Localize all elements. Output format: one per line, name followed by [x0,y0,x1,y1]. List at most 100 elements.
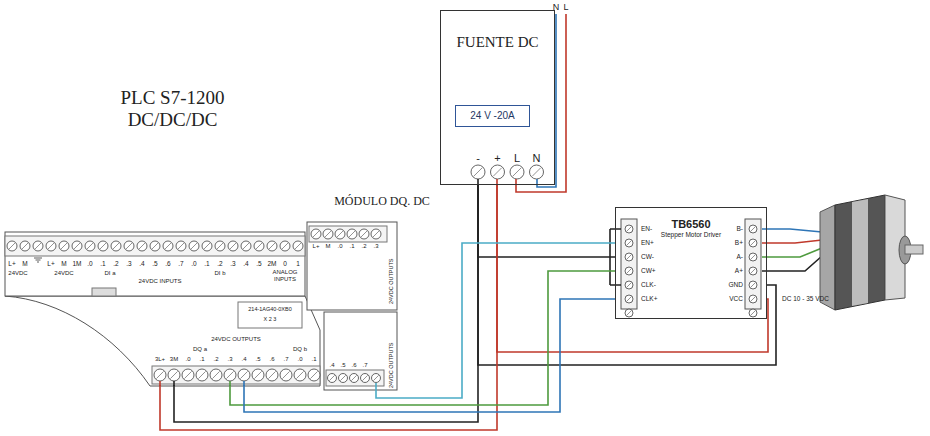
screw-slot [230,243,236,249]
screw [241,241,251,251]
terminal-label: 214-1AG40-0XB0 [248,306,291,313]
screw-slot [126,243,132,249]
display-panel: 24 V -20A [455,105,530,127]
terminal-label: CLK- [641,281,656,289]
screw [228,241,238,251]
terminal-label: DI a [104,270,115,277]
terminal-strip [152,366,320,384]
terminal-label: 1M [72,260,81,268]
screw [154,369,166,381]
screw-slot [295,243,301,249]
screw [59,241,69,251]
ground-symbol [34,258,42,262]
screw-slot [627,283,632,288]
screw-slot [313,231,319,237]
motor-body [835,195,885,310]
screw-slot [627,311,632,316]
node-title: MÓDULO DQ. DC [312,194,452,209]
wire [478,185,615,257]
terminal-label: B+ [735,239,743,247]
node-subtitle: Stepper Motor Driver [616,231,766,239]
screw-slot [243,243,249,249]
terminal-label: 3L+ [155,356,165,363]
screw-slot [373,231,379,237]
motor-wire [762,240,822,243]
screw [20,241,30,251]
terminal-label: .7 [362,362,367,369]
screw [625,281,633,289]
screw [749,281,757,289]
terminal-label: .1 [100,260,105,268]
screw-slot [113,243,119,249]
screw-slot [751,297,756,302]
screw [749,253,757,261]
motor-shaft [905,245,923,254]
motor-band [852,199,868,306]
wire-stub [375,383,377,392]
screw [267,241,277,251]
motor-cap [820,205,835,310]
screw-slot [217,243,223,249]
screw-slot [170,371,177,378]
screw-slot [337,231,343,237]
screw [176,241,186,251]
plc-unit: PLC S7-1200 DC/DC/DC [5,85,320,385]
screw [196,369,208,381]
wire [160,185,497,430]
screw [371,229,381,239]
screw-slot [35,243,41,249]
terminal-label: .2 [113,260,118,268]
screw [339,374,348,383]
screw [85,241,95,251]
screw-slot [751,241,756,246]
screw-slot [329,375,334,380]
screw [625,309,633,317]
screw-slot [165,243,171,249]
screw-slot [627,241,632,246]
screw-slot [627,227,632,232]
terminal-label: .4 [241,356,246,363]
terminal-label: GND [729,281,743,289]
screw-slot [48,243,54,249]
terminal-label: 24VDC [54,270,73,277]
screw-slot [282,243,288,249]
wire [478,185,776,365]
screw-slot [751,227,756,232]
terminal-label: EN+ [641,239,654,247]
terminal-label: 24VDC INPUTS [138,278,181,285]
module-drawing [307,222,397,390]
screw-slot [361,231,367,237]
terminal-label: 2M [267,260,276,268]
screw [163,241,173,251]
terminal-label: .3 [126,260,131,268]
screw [625,225,633,233]
screw [471,165,485,179]
terminal-label: + [494,152,500,165]
terminal-label: .7 [283,356,288,363]
screw-slot [87,243,93,249]
terminal-label: .1 [349,243,354,250]
stepper-motor [820,195,923,310]
screw-slot [226,371,233,378]
terminal-label: L [563,2,568,13]
terminal-label: N [533,152,541,165]
screw-slot [240,371,247,378]
screw [150,241,160,251]
screw [625,267,633,275]
terminal-label: .0 [87,260,92,268]
terminal-label: .6 [351,362,356,369]
screw [72,241,82,251]
screw-slot [325,231,331,237]
plc-body [5,232,305,296]
screw-slot [9,243,15,249]
screw [210,369,222,381]
terminal-label: L+ [8,260,15,268]
screw [749,267,757,275]
terminal-label: .1 [204,260,209,268]
screw [238,369,250,381]
screw [182,369,194,381]
screw-slot [139,243,145,249]
terminal-label: CLK+ [641,295,657,303]
terminal-label: .3 [227,356,232,363]
screw [293,241,303,251]
